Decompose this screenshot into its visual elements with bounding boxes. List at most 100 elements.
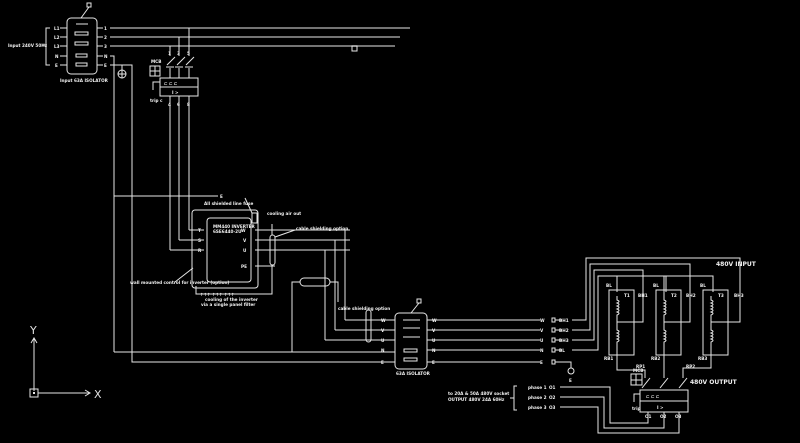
terminal-label: W	[381, 318, 386, 323]
ucs-x-label: X	[94, 388, 102, 401]
input-mcb: ⊏ ⊏ ⊏ I >	[149, 28, 199, 250]
terminal-label: RP2	[686, 364, 695, 369]
terminal-label: W	[241, 228, 246, 233]
terminal-label: O3	[549, 405, 556, 410]
terminal-label: BL	[700, 283, 706, 288]
input-480-label: 480V INPUT	[716, 261, 757, 268]
terminal-label: V	[540, 328, 544, 333]
terminal-strip	[551, 257, 741, 375]
terminal-label: BH3	[734, 293, 744, 298]
terminal-label: E	[55, 63, 58, 68]
output-480-label: 480V OUTPUT	[690, 379, 738, 386]
terminal-label: BL	[653, 283, 659, 288]
terminal-label: V	[243, 238, 247, 243]
cable-shield-note: cable shielding option	[338, 306, 390, 311]
terminal-label: O1	[645, 414, 652, 419]
mcb-trip-label: trip c	[150, 98, 163, 103]
supply-brace	[45, 27, 50, 66]
terminal-label: L1	[54, 26, 60, 31]
terminal-label: E	[540, 360, 543, 365]
bus-end-marker	[351, 45, 358, 52]
inverter-note: All shielded line fuse	[204, 201, 253, 206]
terminal-label: W	[540, 318, 545, 323]
terminal-label: N	[381, 348, 385, 353]
terminal-label: RB1	[604, 356, 613, 361]
terminal-label: U	[432, 338, 436, 343]
main-isolator	[66, 2, 98, 75]
terminal-label: N	[104, 54, 108, 59]
earth-label: E	[569, 378, 572, 383]
terminal-label: 1	[104, 26, 107, 31]
terminal-label: O2	[660, 414, 667, 419]
inverter-output-cables	[114, 196, 395, 363]
output-trip-label: trip	[632, 406, 641, 411]
terminal-label: RB2	[651, 356, 660, 361]
svg-text:⊏ ⊏ ⊏: ⊏ ⊏ ⊏	[164, 81, 178, 86]
terminal-label: N	[540, 348, 544, 353]
cooling-note: cooling air out	[267, 211, 301, 216]
cooling-arrows: ↑↑↑ ↑↑↑ ↑↑↑	[200, 292, 235, 297]
earth-label: E	[220, 194, 223, 199]
output-mcb: ⊏ ⊏ ⊏ I >	[616, 360, 712, 420]
terminal-label: 1	[168, 51, 171, 56]
supply-label: Input 240V 50Hz	[8, 43, 48, 48]
terminal-label: V	[432, 328, 436, 333]
svg-text:⊏ ⊏ ⊏: ⊏ ⊏ ⊏	[646, 394, 660, 399]
terminal-label: E	[432, 360, 435, 365]
svg-text:I >: I >	[657, 405, 664, 410]
terminal-label: O2	[549, 395, 556, 400]
cooling-note-2: via a single panel filter	[201, 302, 256, 307]
ucs-icon	[29, 337, 91, 398]
terminal-label: BL	[559, 348, 565, 353]
output-note: to 20A & 50A 480V socket	[448, 391, 509, 396]
isolator-2-label: 63A ISOLATOR	[396, 371, 431, 376]
transformer-t3	[702, 289, 741, 360]
isolator-2	[394, 298, 540, 370]
terminal-label: E	[104, 63, 107, 68]
terminal-label: U	[243, 248, 247, 253]
phase-label: phase 1	[528, 385, 547, 390]
inverter-title: MM440 INVERTER	[213, 224, 255, 229]
terminal-label: RP1	[636, 364, 645, 369]
main-isolator-label: Input 63A ISOLATOR	[60, 78, 109, 83]
terminal-label: T	[198, 228, 201, 233]
transformer-name: T3	[718, 293, 724, 298]
terminal-label: BH3	[559, 338, 569, 343]
terminal-label: 3	[177, 51, 180, 56]
terminal-label: 8	[187, 102, 190, 107]
terminal-label: R	[198, 248, 202, 253]
supply-bus	[60, 27, 410, 352]
terminal-label: BH2	[686, 293, 696, 298]
terminal-label: U	[540, 338, 544, 343]
output-mcb-label: MCB	[633, 368, 643, 373]
inverter-model: 6SE6440-2U	[213, 229, 242, 234]
terminal-label: 5	[187, 51, 190, 56]
terminal-label: BH2	[559, 328, 569, 333]
terminal-label: 2	[104, 35, 107, 40]
terminal-label: V	[381, 328, 385, 333]
terminal-label: U	[381, 338, 385, 343]
remote-control-note: wall mounted control for inverter (optio…	[130, 280, 229, 285]
output-note: OUTPUT 480V 24A 60Hz	[448, 397, 505, 402]
transformer-name: T1	[624, 293, 630, 298]
terminal-label: W	[432, 318, 437, 323]
transformer-t1	[608, 289, 644, 365]
svg-text:I >: I >	[172, 90, 179, 95]
terminal-label: BL	[606, 283, 612, 288]
terminal-label: BH1	[638, 293, 648, 298]
terminal-label: O3	[675, 414, 682, 419]
terminal-label: BH1	[559, 318, 569, 323]
terminal-label: N	[55, 54, 59, 59]
transformer-name: T2	[671, 293, 677, 298]
terminal-label: RB3	[698, 356, 707, 361]
terminal-label: O1	[549, 385, 556, 390]
terminal-label: N	[432, 348, 436, 353]
terminal-label: L3	[54, 44, 60, 49]
terminal-label: 6	[177, 102, 180, 107]
cooling-note-1: cooling of the inverter	[205, 297, 259, 302]
transformer-t2	[655, 276, 691, 365]
phase-label: phase 3	[528, 405, 547, 410]
inverter	[170, 197, 350, 295]
phase-outputs	[510, 385, 680, 434]
